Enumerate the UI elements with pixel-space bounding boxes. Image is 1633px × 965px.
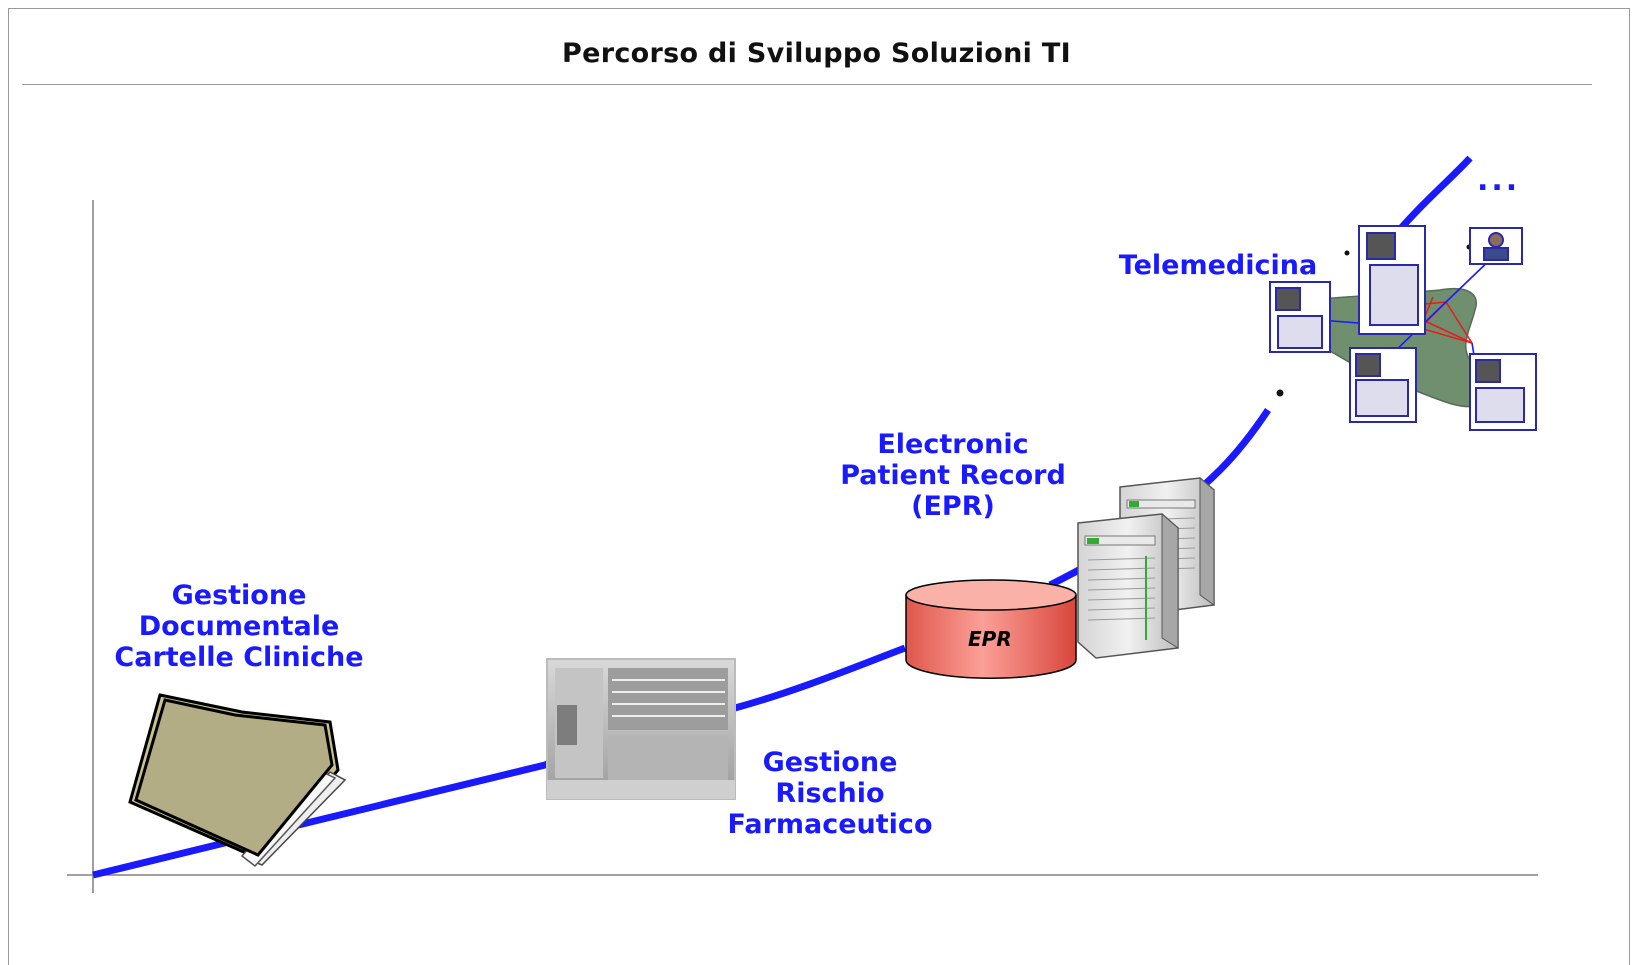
label-gestione-rischio: Gestione Rischio Farmaceutico xyxy=(690,747,970,840)
label-line: Gestione xyxy=(171,580,307,611)
label-line: Telemedicina xyxy=(1118,250,1318,281)
slide-frame xyxy=(8,8,1630,965)
telemedicine-station-right xyxy=(1469,353,1537,431)
telemedicine-station-left xyxy=(1269,281,1331,353)
pharmacy-photo xyxy=(546,658,736,800)
growth-path-segment-4 xyxy=(1392,155,1473,238)
telemedicine-station-bottom xyxy=(1349,347,1417,423)
label-line: Rischio xyxy=(775,778,885,809)
continuation-ellipsis: ... xyxy=(1477,163,1521,198)
path-dot xyxy=(1344,250,1350,256)
folder-icon xyxy=(128,693,347,868)
label-line: Electronic xyxy=(877,429,1029,460)
label-line: Farmaceutico xyxy=(727,809,933,840)
server-front-icon xyxy=(1077,512,1179,659)
label-line: Documentale xyxy=(138,611,340,642)
label-electronic-patient-record: Electronic Patient Record (EPR) xyxy=(813,429,1093,522)
label-telemedicina: Telemedicina xyxy=(1108,250,1328,281)
label-line: (EPR) xyxy=(911,491,995,522)
telemedicine-station-top xyxy=(1358,225,1426,335)
database-label: EPR xyxy=(968,627,1012,651)
label-line: Gestione xyxy=(762,747,898,778)
database-icon xyxy=(905,579,1077,679)
label-line: Cartelle Cliniche xyxy=(114,642,364,673)
growth-path-segment-2 xyxy=(734,644,907,712)
path-dot xyxy=(1276,389,1284,397)
label-gestione-documentale: Gestione Documentale Cartelle Cliniche xyxy=(99,580,379,673)
telemedicine-network-map xyxy=(1269,225,1537,431)
title-divider xyxy=(22,84,1592,85)
label-line: Patient Record xyxy=(840,460,1066,491)
page-title: Percorso di Sviluppo Soluzioni TI xyxy=(562,38,1071,69)
telemedicine-station-doctor xyxy=(1469,227,1523,265)
